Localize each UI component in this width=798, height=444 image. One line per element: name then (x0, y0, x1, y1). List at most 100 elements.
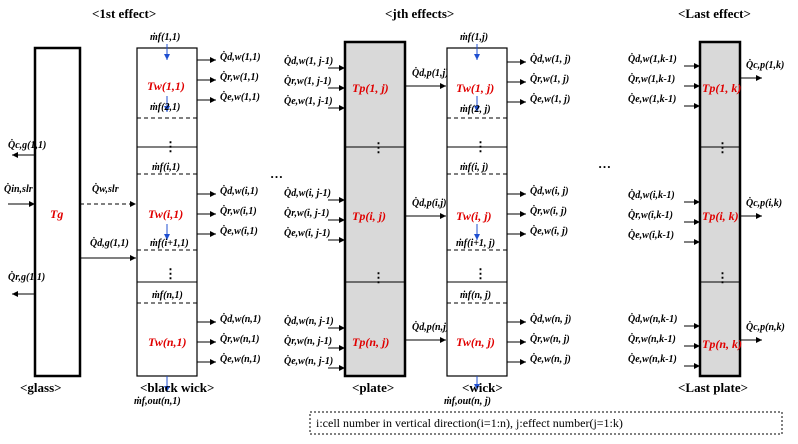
wickj-Ti: Tw(i, j) (456, 209, 492, 223)
svg-text:Q̇r,w(n,1): Q̇r,w(n,1) (220, 332, 259, 345)
svg-text:Q̇d,w(1,k-1): Q̇d,w(1,k-1) (628, 52, 677, 65)
wickj-mtop-label: ṁf(1,j) (460, 32, 488, 43)
last-plate-box (698, 40, 742, 378)
wick1-T1: Tw(1,1) (147, 79, 185, 93)
svg-text:Q̇e,w(n, j): Q̇e,w(n, j) (530, 352, 571, 365)
header-last-effect: <Last effect> (678, 6, 751, 21)
svg-text:Q̇r,w(i,k-1): Q̇r,w(i,k-1) (628, 208, 673, 221)
svg-text:Q̇c,p(n,k): Q̇c,p(n,k) (746, 320, 785, 333)
plate-Tn: Tp(n, j) (352, 335, 389, 349)
svg-text:Q̇d,w(n,k-1): Q̇d,w(n,k-1) (628, 312, 677, 325)
legend-box (309, 411, 783, 435)
wickj-mn: ṁf(n, j) (460, 290, 491, 301)
svg-text:Q̇d,p(i,j): Q̇d,p(i,j) (412, 196, 446, 209)
svg-text:Q̇r,w(1, j): Q̇r,w(1, j) (530, 72, 569, 85)
wick1-mn: ṁf(n,1) (152, 290, 183, 301)
svg-text:Q̇c,p(i,k): Q̇c,p(i,k) (746, 196, 782, 209)
plate-label: <plate> (352, 380, 394, 395)
wick1-Tn: Tw(n,1) (148, 335, 187, 349)
plate-box (343, 40, 407, 378)
wickj-m12: ṁf(2, j) (460, 104, 491, 115)
glass-qr-label: Q̇r,g(1,1) (8, 270, 45, 283)
wick1-mi: ṁf(i,1) (152, 162, 180, 173)
wickj-outputs-n: Q̇d,w(n, j) Q̇r,w(n, j) Q̇e,w(n, j) (507, 312, 571, 365)
svg-text:Q̇c,p(1,k): Q̇c,p(1,k) (746, 58, 784, 71)
last-T1: Tp(1, k) (702, 81, 741, 95)
wick1-vdots-b: ⋮ (164, 266, 177, 281)
plate-inputs-i: Q̇d,w(i, j-1) Q̇r,w(i, j-1) Q̇e,w(i, j-1… (284, 186, 345, 243)
svg-text:Q̇r,w(i, j-1): Q̇r,w(i, j-1) (284, 206, 329, 219)
wickj-mi: ṁf(i, j) (460, 162, 488, 173)
last-inputs-1: Q̇d,w(1,k-1) Q̇r,w(1,k-1) Q̇e,w(1,k-1) (628, 52, 700, 109)
plate-vdots-a: ⋮ (372, 140, 385, 155)
svg-text:Q̇r,w(i, j): Q̇r,w(i, j) (530, 204, 567, 217)
svg-text:Q̇e,w(i,1): Q̇e,w(i,1) (220, 224, 258, 237)
svg-text:Q̇r,w(n, j): Q̇r,w(n, j) (530, 332, 570, 345)
wick-j-label: <wick> (462, 380, 503, 395)
svg-text:Q̇r,w(i,1): Q̇r,w(i,1) (220, 204, 257, 217)
svg-text:Q̇r,w(n,k-1): Q̇r,w(n,k-1) (628, 332, 676, 345)
last-Tn: Tp(n, k) (702, 337, 742, 351)
last-vdots-a: ⋮ (716, 140, 729, 155)
header-jth-effects: <jth effects> (385, 6, 454, 21)
ellipsis-1: … (270, 166, 283, 181)
svg-text:Q̇e,w(n, j-1): Q̇e,w(n, j-1) (284, 354, 333, 367)
svg-text:Q̇d,w(i,1): Q̇d,w(i,1) (220, 184, 258, 197)
svg-text:Q̇r,w(1, j-1): Q̇r,w(1, j-1) (284, 74, 332, 87)
glass-box (33, 46, 82, 378)
wick1-mtop-label: ṁf(1,1) (150, 32, 180, 43)
wickj-vdots-b: ⋮ (474, 266, 487, 281)
glass-qw-label: Q̇w,slr (92, 182, 119, 195)
svg-text:Q̇r,w(n, j-1): Q̇r,w(n, j-1) (284, 334, 332, 347)
wickj-T1: Tw(1, j) (456, 81, 494, 95)
plate-T1: Tp(1, j) (352, 81, 389, 95)
wick1-Ti: Tw(i,1) (148, 207, 183, 221)
svg-text:Q̇r,w(1,1): Q̇r,w(1,1) (220, 70, 259, 83)
glass-box-label: <glass> (20, 380, 62, 395)
wick1-mi1: ṁf(i+1,1) (150, 238, 189, 249)
wick1-outputs-i: Q̇d,w(i,1) Q̇r,w(i,1) Q̇e,w(i,1) (197, 184, 258, 237)
svg-text:Q̇d,w(i, j-1): Q̇d,w(i, j-1) (284, 186, 331, 199)
wick1-outputs-n: Q̇d,w(n,1) Q̇r,w(n,1) Q̇e,w(n,1) (197, 312, 261, 365)
glass-qin-label: Q̇in,slr (4, 182, 33, 195)
plate-inputs-n: Q̇d,w(n, j-1) Q̇r,w(n, j-1) Q̇e,w(n, j-1… (284, 314, 345, 371)
wick1-outputs-1: Q̇d,w(1,1) Q̇r,w(1,1) Q̇e,w(1,1) (197, 50, 261, 103)
last-plate-label: <Last plate> (678, 380, 748, 395)
glass-temperature: Tg (50, 207, 63, 221)
plate-to-wick-arrows: Q̇d,p(1,j) Q̇d,p(i,j) Q̇d,p(n,j) (405, 66, 449, 343)
header-first-effect: <1st effect> (92, 6, 156, 21)
last-inputs-i: Q̇d,w(i,k-1) Q̇r,w(i,k-1) Q̇e,w(i,k-1) (628, 188, 700, 245)
svg-text:Q̇d,w(1, j-1): Q̇d,w(1, j-1) (284, 54, 333, 67)
last-Ti: Tp(i, k) (702, 209, 739, 223)
svg-text:Q̇e,w(n,1): Q̇e,w(n,1) (220, 352, 261, 365)
wickj-outputs-1: Q̇d,w(1, j) Q̇r,w(1, j) Q̇e,w(1, j) (507, 52, 571, 105)
glass-qc-label: Q̇c,g(1,1) (8, 138, 46, 151)
svg-text:Q̇e,w(1,k-1): Q̇e,w(1,k-1) (628, 92, 676, 105)
wickj-outputs-i: Q̇d,w(i, j) Q̇r,w(i, j) Q̇e,w(i, j) (507, 184, 569, 237)
svg-text:Q̇e,w(i, j-1): Q̇e,w(i, j-1) (284, 226, 330, 239)
svg-text:Q̇e,w(i,k-1): Q̇e,w(i,k-1) (628, 228, 674, 241)
svg-text:Q̇d,w(n, j-1): Q̇d,w(n, j-1) (284, 314, 334, 327)
svg-text:Q̇d,w(n,1): Q̇d,w(n,1) (220, 312, 261, 325)
wickj-mi1: ṁf(i+1, j) (456, 238, 495, 249)
svg-text:Q̇d,w(i, j): Q̇d,w(i, j) (530, 184, 569, 197)
svg-text:Q̇d,p(1,j): Q̇d,p(1,j) (412, 66, 449, 79)
plate-inputs-1: Q̇d,w(1, j-1) Q̇r,w(1, j-1) Q̇e,w(1, j-1… (284, 54, 345, 111)
svg-text:Q̇d,w(n, j): Q̇d,w(n, j) (530, 312, 571, 325)
wick1-vdots-a: ⋮ (164, 139, 177, 154)
wick1-m12: ṁf(2,1) (150, 102, 180, 113)
wick1-mout: ṁf,out(n,1) (134, 396, 181, 407)
svg-text:Q̇d,p(n,j): Q̇d,p(n,j) (412, 320, 449, 333)
svg-text:Q̇e,w(n,k-1): Q̇e,w(n,k-1) (628, 352, 677, 365)
plate-Ti: Tp(i, j) (352, 209, 386, 223)
legend-text: i:cell number in vertical direction(i=1:… (316, 416, 623, 430)
wickj-Tn: Tw(n, j) (456, 335, 495, 349)
ellipsis-2: … (598, 156, 611, 171)
svg-text:Q̇d,w(1, j): Q̇d,w(1, j) (530, 52, 571, 65)
black-wick-label: <black wick> (140, 380, 214, 395)
svg-text:Q̇r,w(1,k-1): Q̇r,w(1,k-1) (628, 72, 675, 85)
svg-text:Q̇d,w(i,k-1): Q̇d,w(i,k-1) (628, 188, 675, 201)
svg-text:Q̇e,w(1, j): Q̇e,w(1, j) (530, 92, 570, 105)
plate-vdots-b: ⋮ (372, 270, 385, 285)
last-inputs-n: Q̇d,w(n,k-1) Q̇r,w(n,k-1) Q̇e,w(n,k-1) (628, 312, 700, 369)
